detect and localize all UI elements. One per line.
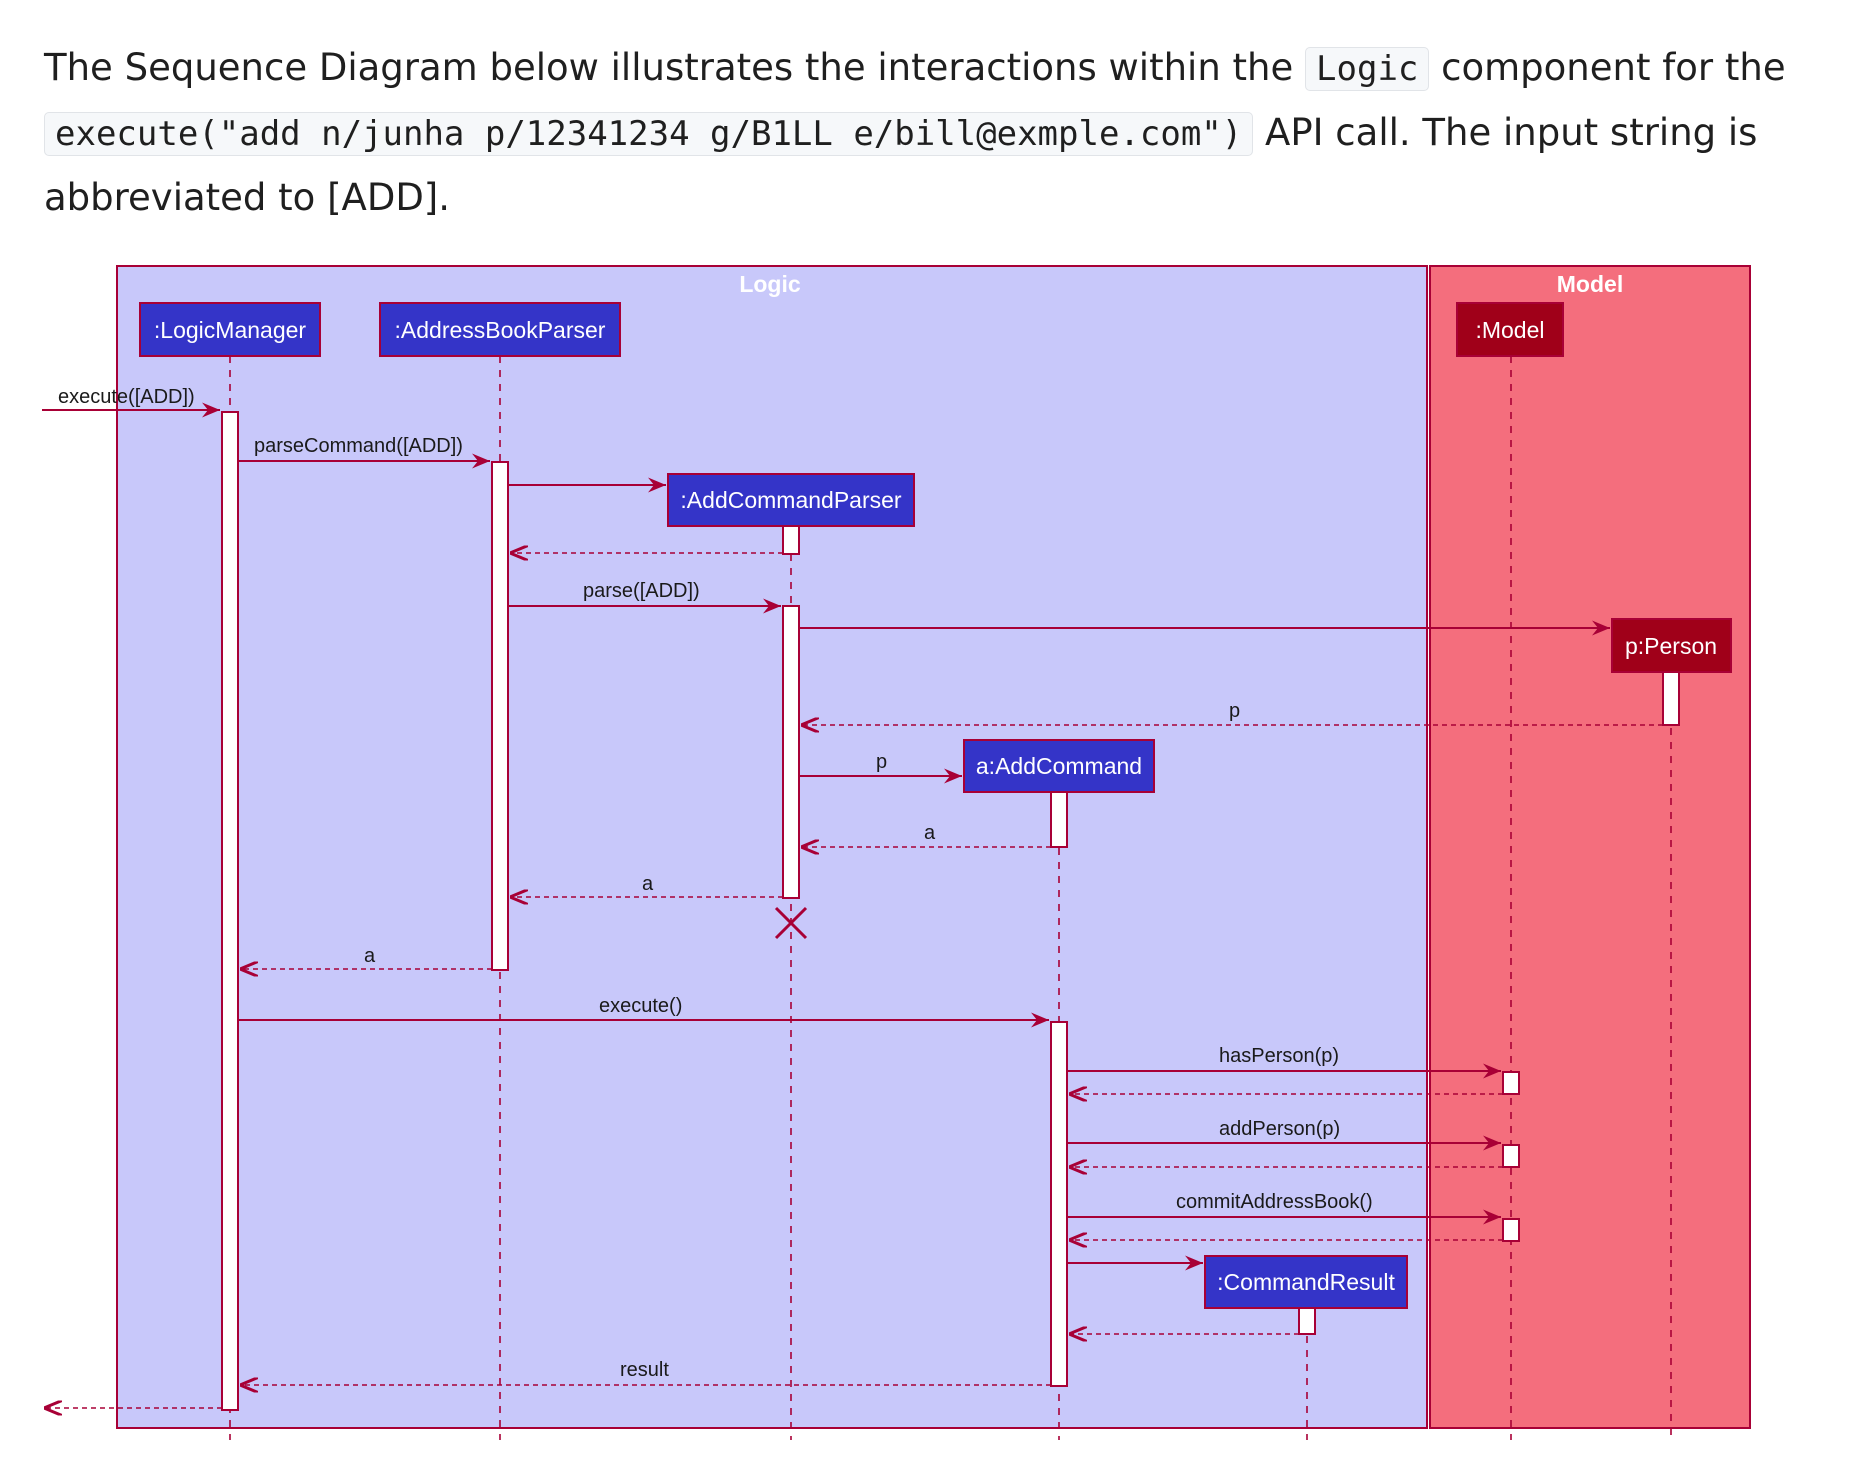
destroy-mark-icon [774,906,808,940]
participant-add-command-label: a:AddCommand [976,753,1142,779]
activation-logic-manager [221,411,239,1411]
label-parse: parse([ADD]) [583,580,700,602]
activation-add-command-parser-2 [782,605,800,899]
label-parse-command: parseCommand([ADD]) [254,435,463,457]
activation-command-result [1298,1307,1316,1335]
model-frame-label: Model [1557,271,1623,297]
activation-add-command-1 [1050,791,1068,848]
activation-add-command-2 [1050,1021,1068,1387]
participant-logic-manager [139,302,321,357]
label-create-p: p [876,751,887,773]
code-logic: Logic [1305,47,1430,91]
activation-model-2 [1502,1144,1520,1168]
participant-model-label: :Model [1475,317,1544,343]
label-return-a3: a [364,945,376,967]
label-commit: commitAddressBook() [1176,1191,1373,1213]
activation-model-3 [1502,1218,1520,1242]
label-execute-add: execute([ADD]) [58,386,195,408]
participant-address-book-parser [379,302,621,357]
label-return-a1: a [924,822,936,844]
participant-person-label: p:Person [1625,633,1717,659]
label-result: result [620,1359,669,1381]
code-execute: execute("add n/junha p/12341234 g/B1LL e… [44,112,1254,156]
intro-paragraph: The Sequence Diagram below illustrates t… [44,36,1804,229]
intro-text-3: API call. The input string is abbreviate… [44,111,1758,219]
label-execute: execute() [599,995,682,1017]
activation-add-command-parser-1 [782,525,800,555]
activation-model-1 [1502,1071,1520,1095]
intro-text-1: The Sequence Diagram below illustrates t… [44,46,1306,89]
label-return-a2: a [642,873,654,895]
participant-command-result-label: :CommandResult [1217,1269,1395,1295]
participant-add-command-parser-label: :AddCommandParser [680,487,901,513]
participant-add-command-parser [667,473,915,527]
participant-command-result [1204,1255,1408,1309]
activation-address-book-parser [491,461,509,971]
intro-text-2: component for the [1429,46,1786,89]
label-return-p: p [1229,700,1240,722]
logic-frame-label: Logic [739,271,801,297]
participant-model [1456,302,1564,357]
label-add-person: addPerson(p) [1219,1118,1340,1140]
participant-address-book-parser-label: :AddressBookParser [395,317,606,343]
label-has-person: hasPerson(p) [1219,1045,1339,1067]
participant-logic-manager-label: :LogicManager [154,317,306,343]
logic-frame [116,265,1428,1429]
activation-person [1662,671,1680,726]
model-frame [1429,265,1751,1429]
